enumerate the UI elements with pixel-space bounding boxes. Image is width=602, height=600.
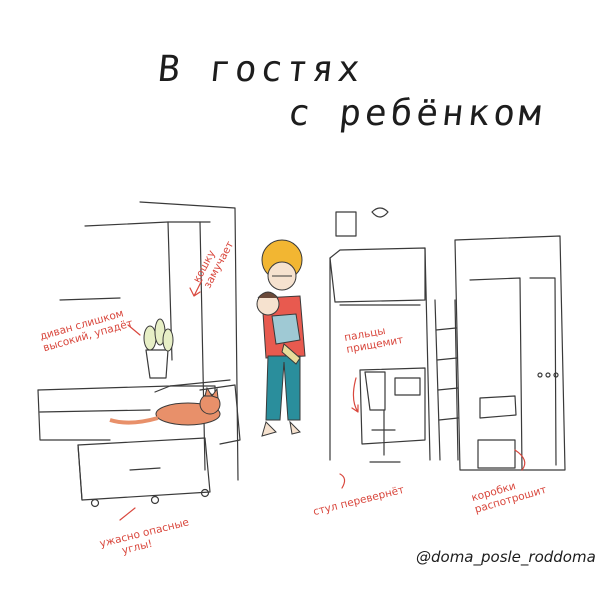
plant <box>143 318 174 352</box>
chair <box>364 371 386 411</box>
sofa <box>37 379 231 391</box>
butterfly <box>371 207 389 218</box>
author-handle: @doma_posle_roddoma <box>416 548 596 566</box>
mother-with-baby <box>256 239 306 437</box>
arrow-boxes <box>514 449 526 471</box>
plant-pot <box>145 349 169 379</box>
arrow-fingers <box>351 377 359 413</box>
desk <box>359 367 426 445</box>
cat <box>109 386 221 426</box>
wardrobe <box>454 235 566 471</box>
bunk-bed-top <box>329 247 426 303</box>
arrow-cat <box>189 279 203 297</box>
picture-frame <box>335 211 357 237</box>
arrow-chair <box>339 473 346 489</box>
arrow-corners <box>119 507 136 521</box>
arrow-sofa <box>127 324 141 336</box>
wall-line <box>139 201 239 481</box>
ladder <box>434 299 459 461</box>
